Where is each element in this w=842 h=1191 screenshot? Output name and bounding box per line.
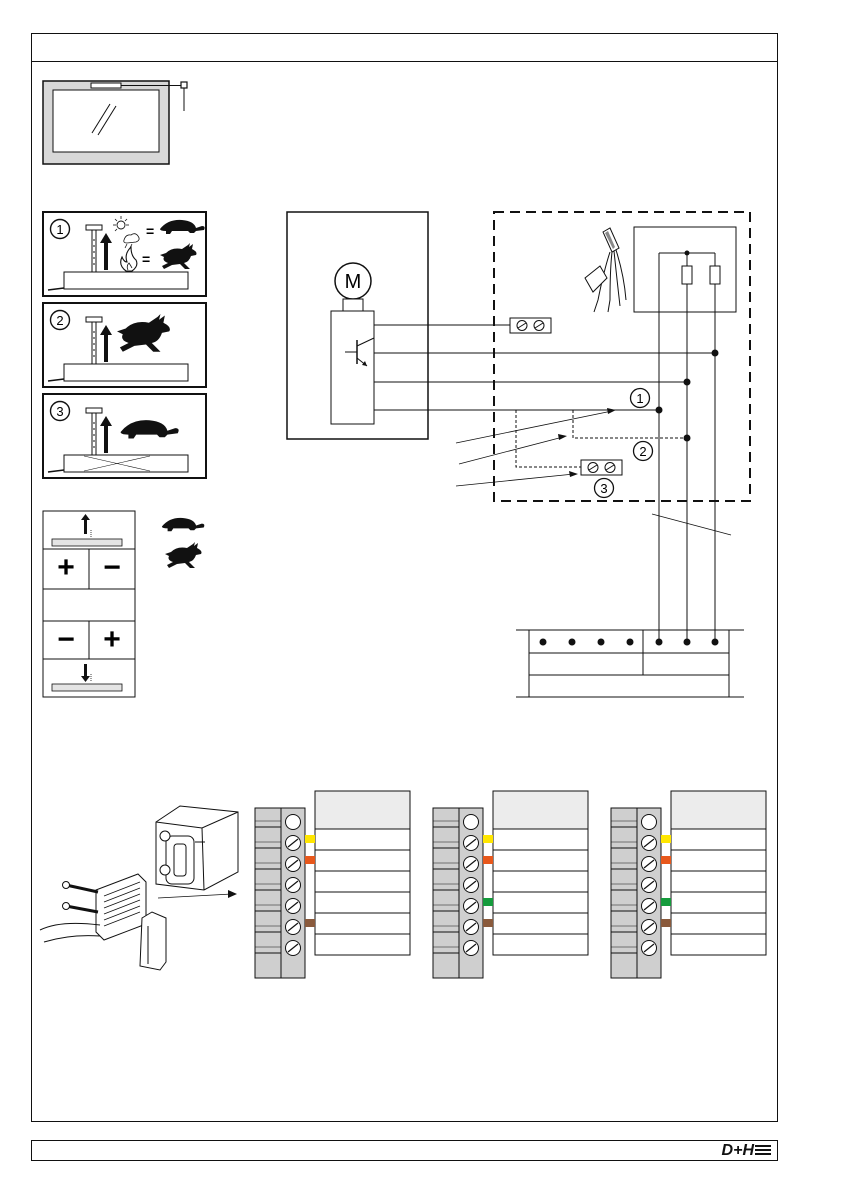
plus-button[interactable]: +: [103, 623, 121, 656]
terminal-row: [671, 913, 766, 934]
wire-color-marker: [483, 835, 493, 843]
terminal-row: [493, 850, 588, 871]
wire-color-marker: [305, 919, 315, 927]
terminal-header-box: [315, 791, 410, 829]
wire-color-marker: [483, 919, 493, 927]
panel-number-1: 1: [56, 222, 63, 237]
terminal-connector-icon: [510, 318, 551, 333]
hare-icon: [165, 542, 202, 568]
terminal-block: [433, 791, 588, 978]
minus-button[interactable]: −: [103, 551, 121, 584]
wire-color-marker: [661, 835, 671, 843]
wire-color-marker: [305, 835, 315, 843]
terminal-screw: [286, 815, 301, 830]
terminal-row: [671, 829, 766, 850]
wire-color-marker: [661, 856, 671, 864]
terminal-row: [493, 913, 588, 934]
wire-color-marker: [661, 898, 671, 906]
terminal-screw: [642, 815, 657, 830]
equals-sign: =: [146, 223, 154, 239]
speed-panel-3: 3: [43, 394, 206, 478]
panel-number-2: 2: [56, 313, 63, 328]
wire-color-marker: [483, 898, 493, 906]
terminal-header-box: [493, 791, 588, 829]
terminal-block: [255, 791, 410, 978]
minus-button[interactable]: −: [57, 623, 75, 656]
wire-color-marker: [661, 919, 671, 927]
equals-sign: =: [142, 251, 150, 267]
wire-color-marker: [305, 856, 315, 864]
connector-illustration: [40, 806, 238, 970]
terminal-row: [315, 913, 410, 934]
marker-3: 3: [600, 481, 607, 496]
dh-logo: D+H: [722, 1142, 771, 1160]
sensor-icon: [585, 228, 626, 312]
speed-panel-1: 1 = =: [43, 212, 206, 296]
terminal-header-box: [671, 791, 766, 829]
footer-bar: D+H: [31, 1140, 778, 1161]
marker-1: 1: [636, 391, 643, 406]
terminal-blocks: [255, 791, 766, 978]
terminal-row: [493, 829, 588, 850]
panel-number-3: 3: [56, 404, 63, 419]
terminal-row: [315, 892, 410, 913]
terminal-connector-icon: [581, 460, 622, 475]
terminal-row: [315, 829, 410, 850]
terminal-row: [493, 934, 588, 955]
terminal-row: [671, 871, 766, 892]
motor-symbol: M: [345, 271, 362, 293]
wire-color-marker: [483, 856, 493, 864]
terminal-strip: [516, 630, 744, 697]
terminal-row: [315, 850, 410, 871]
marker-2: 2: [639, 444, 646, 459]
window-frame-icon: [43, 81, 187, 164]
terminal-block: [611, 791, 766, 978]
plus-button[interactable]: +: [57, 551, 75, 584]
terminal-row: [671, 850, 766, 871]
terminal-row: [493, 871, 588, 892]
terminal-row: [315, 934, 410, 955]
terminal-row: [671, 934, 766, 955]
turtle-icon: [162, 518, 204, 531]
terminal-screw: [464, 815, 479, 830]
logo-text: D+H: [722, 1142, 754, 1159]
terminal-row: [671, 892, 766, 913]
terminal-row: [493, 892, 588, 913]
terminal-row: [315, 871, 410, 892]
speed-panel-2: 2: [43, 303, 206, 387]
adjust-panel: [43, 511, 204, 697]
